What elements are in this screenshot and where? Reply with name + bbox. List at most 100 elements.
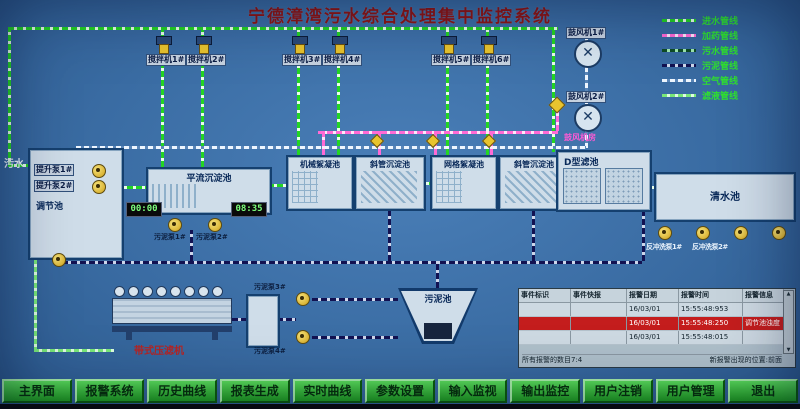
sludge-pump-2-icon[interactable]: [208, 218, 222, 232]
pipe-tank-link: [420, 182, 432, 185]
alarm-cell: [519, 317, 571, 330]
grid-flocculation-label: 网格絮凝池: [444, 160, 484, 169]
alarm-header-cell: 报警日期: [627, 289, 679, 302]
lift-pump-2-icon[interactable]: [92, 180, 106, 194]
nav-realtime-curve-button[interactable]: 实时曲线: [292, 379, 363, 403]
alarm-table-header: 事件标识 事件快报 报警日期 报警时间 报警信息: [519, 289, 784, 303]
alarm-header-cell: 报警时间: [679, 289, 743, 302]
blower-2-fan-icon[interactable]: [574, 104, 602, 132]
pipe-pool-out-top: [312, 298, 398, 301]
mixer-6-label: 搅拌机6#: [471, 54, 512, 66]
backwash-pump-2-icon[interactable]: [696, 226, 710, 240]
roller-icon: [142, 286, 153, 297]
mechanical-flocculation-tank: 机械絮凝池: [286, 155, 354, 211]
alarm-cell: [571, 317, 627, 330]
legend-label: 滤液管线: [702, 92, 739, 102]
backwash-pump-1-icon[interactable]: [658, 226, 672, 240]
dosing-line-swatch: [662, 34, 696, 37]
press-rollers: [114, 286, 223, 297]
nav-alarm-system-button[interactable]: 报警系统: [74, 379, 145, 403]
mixer-5-label: 搅拌机5#: [431, 54, 472, 66]
pipe-mixer-stem: [337, 30, 340, 155]
sludge-pump-4-icon[interactable]: [296, 330, 310, 344]
legend-item: 滤液管线: [662, 88, 794, 103]
nav-input-monitor-button[interactable]: 输入监视: [437, 379, 508, 403]
pipe-mixer-stem: [161, 30, 164, 167]
alarm-position-text: 新报警出现的位置:前面: [709, 356, 782, 364]
blower-1-fan-icon[interactable]: [574, 40, 602, 68]
pipe-filtrate-return: [34, 258, 37, 352]
drain-pump-icon[interactable]: [52, 253, 66, 267]
legend-item: 污泥管线: [662, 58, 794, 73]
legend-label: 空气管线: [702, 77, 739, 87]
legend-label: 进水管线: [702, 17, 739, 27]
legend-item: 进水管线: [662, 13, 794, 28]
mixer-3-label: 搅拌机3#: [282, 54, 323, 66]
pipe-sludge-branch: [388, 207, 391, 261]
backwash-pump-3-icon[interactable]: [734, 226, 748, 240]
pipe-filtrate-main: [34, 349, 114, 352]
mixer-1-icon[interactable]: [156, 36, 172, 54]
mixer-3-icon[interactable]: [292, 36, 308, 54]
alarm-row-active[interactable]: 16/03/01 15:55:48:250 调节池浊度: [519, 317, 784, 331]
sludge-pump-3-label: 污泥泵3#: [254, 283, 286, 291]
mixer-1-label: 搅拌机1#: [146, 54, 187, 66]
nav-output-monitor-button[interactable]: 输出监控: [510, 379, 581, 403]
pipe-influent-main: [8, 27, 558, 30]
mixer-2-label: 搅拌机2#: [186, 54, 227, 66]
mixer-5-icon[interactable]: [441, 36, 457, 54]
nav-user-logout-button[interactable]: 用户注销: [583, 379, 653, 403]
pipe-influent-inlet: [8, 164, 32, 167]
bottom-taskbar: [0, 404, 800, 409]
nav-main-button[interactable]: 主界面: [2, 379, 72, 403]
pipe-mixer-stem: [486, 30, 489, 155]
backwash-pump-4-icon[interactable]: [772, 226, 786, 240]
pipe-air-down: [585, 130, 588, 148]
pipe-air-between-fans: [585, 66, 588, 104]
pipe-sludge-branch: [190, 230, 193, 261]
alarm-cell: 16/03/01: [627, 303, 679, 316]
legend-item: 空气管线: [662, 73, 794, 88]
pipe-mixer-stem: [201, 30, 204, 167]
alarm-scrollbar[interactable]: ▲▼: [783, 290, 794, 354]
alarm-row[interactable]: 16/03/01 15:55:48:015: [519, 331, 784, 345]
alarm-row[interactable]: 16/03/01 15:55:48:953: [519, 303, 784, 317]
roller-icon: [198, 286, 209, 297]
nav-history-curve-button[interactable]: 历史曲线: [147, 379, 217, 403]
sludge-pump-1-icon[interactable]: [168, 218, 182, 232]
legend-label: 污泥管线: [702, 62, 739, 72]
scroll-down-icon[interactable]: ▼: [786, 347, 791, 353]
legend-label: 污水管线: [702, 47, 739, 57]
mixer-4-icon[interactable]: [332, 36, 348, 54]
regulating-tank-label: 调节池: [36, 202, 64, 212]
alarm-cell: [571, 331, 627, 344]
mixer-2-icon[interactable]: [196, 36, 212, 54]
inclined-tube-sedimentation-1-label: 斜管沉淀池: [370, 160, 410, 169]
lift-pump-1-icon[interactable]: [92, 164, 106, 178]
tank-tube-pattern: [361, 171, 417, 203]
nav-report-button[interactable]: 报表生成: [219, 379, 290, 403]
sludge-pump-3-icon[interactable]: [296, 292, 310, 306]
legend-item: 污水管线: [662, 43, 794, 58]
pipe-air-main: [76, 146, 586, 149]
nav-exit-button[interactable]: 退出: [728, 379, 799, 403]
nav-user-management-button[interactable]: 用户管理: [655, 379, 726, 403]
grid-flocculation-tank: 网格絮凝池: [430, 155, 498, 211]
tank-tube-pattern: [505, 171, 561, 203]
nav-parameter-settings-button[interactable]: 参数设置: [365, 379, 435, 403]
pipe-filter-feed: [552, 30, 555, 152]
roller-icon: [128, 286, 139, 297]
pipe-dosing-main: [318, 131, 558, 134]
belt-press-label: 带式压滤机: [134, 346, 184, 357]
sewage-line-swatch: [662, 49, 696, 52]
backwash-pump-2-label: 反冲洗泵2#: [692, 243, 728, 251]
pipe-sludge-main: [62, 261, 642, 264]
clear-water-tank: 清水池: [654, 172, 796, 222]
scroll-up-icon[interactable]: ▲: [786, 291, 791, 297]
pipe-mixer-stem: [446, 30, 449, 155]
pipe-tank-link: [268, 184, 288, 187]
alarm-cell: [519, 303, 571, 316]
pipe-pool-out-bottom: [312, 336, 398, 339]
air-line-swatch: [662, 79, 696, 82]
mixer-6-icon[interactable]: [481, 36, 497, 54]
